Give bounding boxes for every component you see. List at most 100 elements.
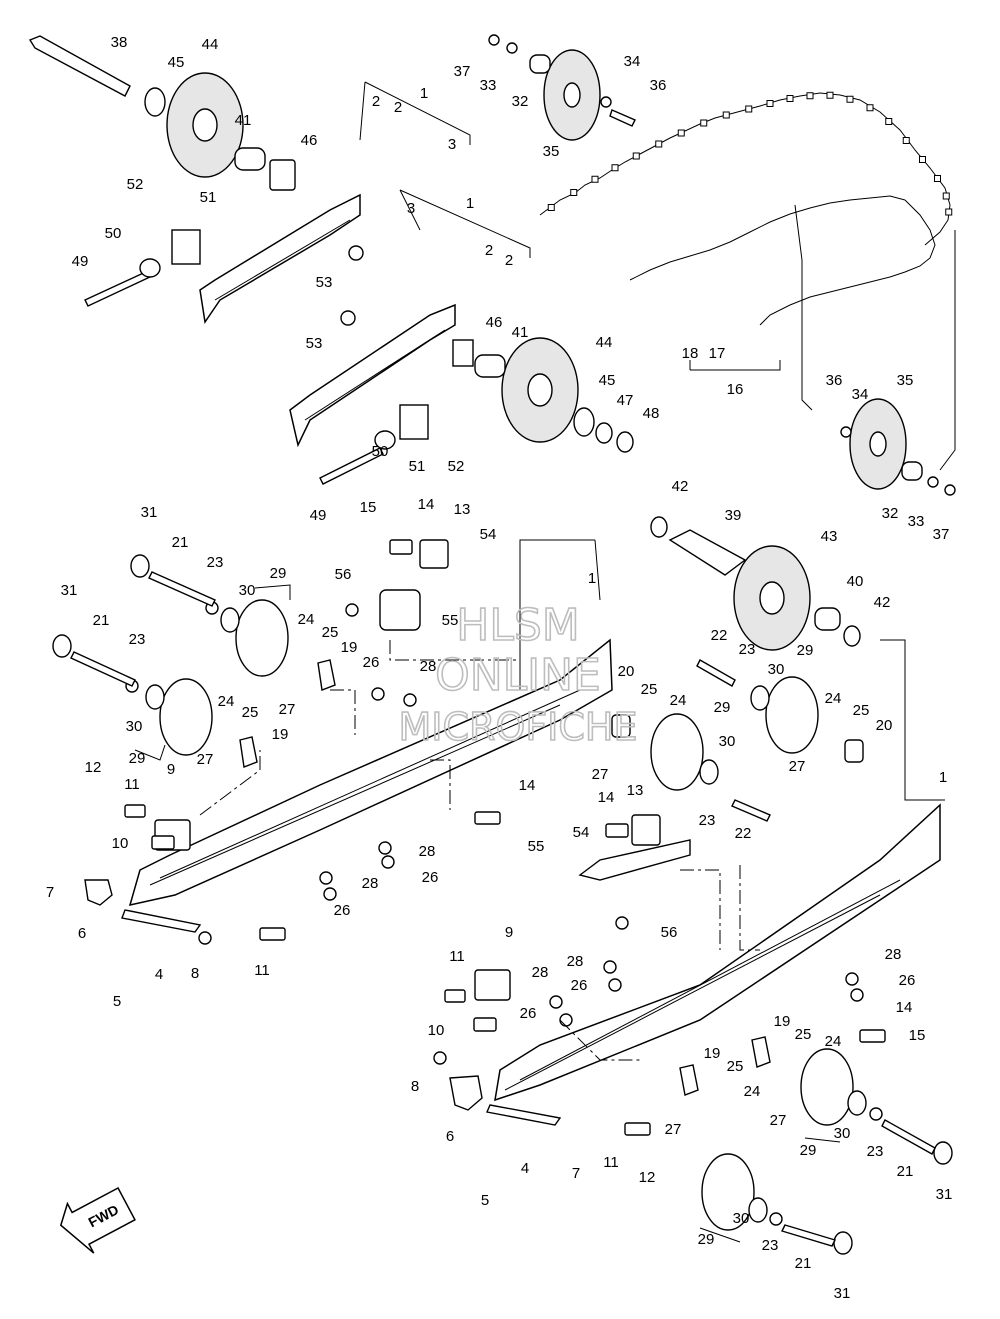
callout-23: 23 xyxy=(207,554,224,571)
callout-15: 15 xyxy=(909,1027,926,1044)
callout-31: 31 xyxy=(834,1285,851,1302)
track-lug xyxy=(766,100,774,107)
callout-45: 45 xyxy=(599,372,616,389)
callout-26: 26 xyxy=(899,972,916,989)
callout-52: 52 xyxy=(448,458,465,475)
track-belt xyxy=(539,92,956,471)
callout-41: 41 xyxy=(512,324,529,341)
callout-36: 36 xyxy=(650,77,667,94)
callout-21: 21 xyxy=(795,1255,812,1272)
track-lug xyxy=(902,137,910,144)
watermark: HLSM ONLINE MICROFICHE xyxy=(398,599,639,750)
callout-25: 25 xyxy=(242,704,259,721)
upper-center-assembly xyxy=(289,303,634,485)
track-lug xyxy=(722,111,730,119)
callout-53: 53 xyxy=(306,335,323,352)
callout-55: 55 xyxy=(528,838,545,855)
callout-28: 28 xyxy=(567,953,584,970)
track-lug xyxy=(942,192,950,200)
callout-34: 34 xyxy=(852,386,869,403)
track-lug xyxy=(547,204,555,211)
callout-50: 50 xyxy=(105,225,122,242)
callout-23: 23 xyxy=(699,812,716,829)
callout-27: 27 xyxy=(770,1112,787,1129)
callout-23: 23 xyxy=(129,631,146,648)
callout-19: 19 xyxy=(774,1013,791,1030)
callout-48: 48 xyxy=(643,405,660,422)
upper-left-assembly xyxy=(28,35,364,324)
callout-54: 54 xyxy=(573,824,590,841)
callout-11: 11 xyxy=(603,1154,619,1171)
track-lug xyxy=(786,95,794,102)
middle-right-wheels xyxy=(605,659,864,846)
callout-9: 9 xyxy=(505,924,513,941)
callout-28: 28 xyxy=(885,946,902,963)
callout-6: 6 xyxy=(78,925,86,942)
callout-8: 8 xyxy=(191,965,199,982)
callout-11: 11 xyxy=(254,962,270,979)
track-lug xyxy=(677,129,685,137)
callout-28: 28 xyxy=(420,658,437,675)
track-lug xyxy=(919,156,926,163)
callout-29: 29 xyxy=(698,1231,715,1248)
callout-30: 30 xyxy=(733,1210,750,1227)
callout-46: 46 xyxy=(301,132,318,149)
callout-29: 29 xyxy=(800,1142,817,1159)
callout-30: 30 xyxy=(239,582,256,599)
track-lug xyxy=(934,175,941,182)
center-large-wheel xyxy=(650,516,861,651)
callout-25: 25 xyxy=(795,1026,812,1043)
callout-9: 9 xyxy=(167,761,175,778)
track-lug xyxy=(655,140,663,148)
callout-2: 2 xyxy=(485,242,493,259)
callout-13: 13 xyxy=(454,501,471,518)
callout-1: 1 xyxy=(588,570,596,587)
callout-30: 30 xyxy=(126,718,143,735)
callout-55: 55 xyxy=(442,612,459,629)
callout-53: 53 xyxy=(316,274,333,291)
callout-33: 33 xyxy=(908,513,925,530)
callout-44: 44 xyxy=(202,36,219,53)
callout-1: 1 xyxy=(466,195,474,212)
track-lug xyxy=(611,164,619,172)
callout-5: 5 xyxy=(481,1192,489,1209)
track-lug xyxy=(885,118,893,125)
callout-51: 51 xyxy=(409,458,426,475)
callout-31: 31 xyxy=(141,504,158,521)
grouping-brackets xyxy=(134,81,945,1243)
callout-3: 3 xyxy=(448,136,456,153)
track-lug xyxy=(745,105,753,113)
callout-44: 44 xyxy=(596,334,613,351)
callout-35: 35 xyxy=(543,143,560,160)
callout-4: 4 xyxy=(155,966,163,983)
callout-42: 42 xyxy=(672,478,689,495)
callout-54: 54 xyxy=(480,526,497,543)
callout-41: 41 xyxy=(235,112,252,129)
callout-7: 7 xyxy=(46,884,54,901)
callout-14: 14 xyxy=(519,777,536,794)
callout-30: 30 xyxy=(719,733,736,750)
callout-24: 24 xyxy=(744,1083,761,1100)
callout-26: 26 xyxy=(363,654,380,671)
callout-7: 7 xyxy=(572,1165,580,1182)
callout-43: 43 xyxy=(821,528,838,545)
watermark-line3: MICROFICHE xyxy=(398,705,637,749)
callout-12: 12 xyxy=(639,1169,656,1186)
watermark-line2: ONLINE xyxy=(435,650,601,701)
fwd-direction-badge: FWD xyxy=(59,1187,136,1254)
callout-10: 10 xyxy=(428,1022,445,1039)
track-lug xyxy=(846,95,854,103)
callout-24: 24 xyxy=(825,690,842,707)
callout-14: 14 xyxy=(418,496,435,513)
callout-23: 23 xyxy=(867,1143,884,1160)
callout-32: 32 xyxy=(882,505,899,522)
callout-39: 39 xyxy=(725,507,742,524)
callout-10: 10 xyxy=(112,835,129,852)
callout-24: 24 xyxy=(825,1033,842,1050)
callout-29: 29 xyxy=(714,699,731,716)
callout-27: 27 xyxy=(279,701,296,718)
callout-6: 6 xyxy=(446,1128,454,1145)
callout-18: 18 xyxy=(682,345,699,362)
